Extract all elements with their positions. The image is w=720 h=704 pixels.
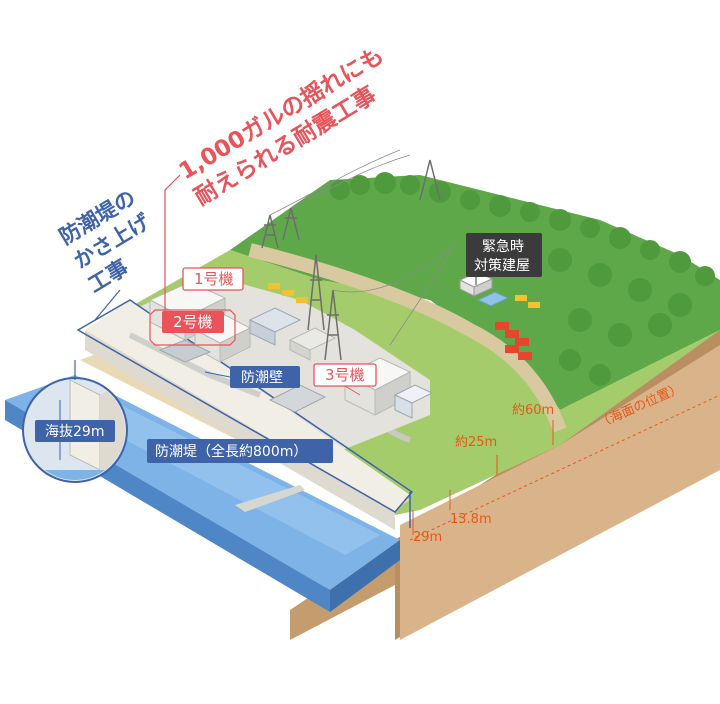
unit3-leader xyxy=(344,385,361,396)
unit3-label-text: 3号機 xyxy=(325,366,365,384)
elevation-25m: 約25m xyxy=(455,435,497,450)
seismic-callout-leader xyxy=(164,174,181,330)
turbine-buildings xyxy=(248,307,337,361)
seawall-wall-label: 防潮壁 xyxy=(230,366,300,388)
trucks-yellow xyxy=(268,283,540,308)
unit2-label: 2号機 xyxy=(162,311,224,333)
unit1-label: 1号機 xyxy=(182,267,244,291)
seawall-dike-face xyxy=(85,330,395,530)
sea-block-side-right xyxy=(330,540,400,612)
seawall-wall xyxy=(128,332,262,398)
forest-trees xyxy=(330,172,715,386)
seawall-wall-label-text: 防潮壁 xyxy=(241,370,283,386)
emergency-building-label-line2: 対策建屋 xyxy=(474,257,530,274)
emergency-building-label: 緊急時 対策建屋 xyxy=(466,233,542,277)
unit3-label: 3号機 xyxy=(313,363,377,387)
emergency-building-label-line1: 緊急時 xyxy=(482,239,524,255)
seawall-dike-label: 防潮堤（全長約800m） xyxy=(147,439,333,463)
altitude-label: 海抜29m xyxy=(45,424,104,440)
soil-cross-section xyxy=(400,345,720,640)
seawall-raise-callout: 防潮堤の かさ上げ 工事 xyxy=(55,185,155,297)
elevation-13-8m: 13.8m xyxy=(450,512,492,527)
unit1-label-text: 1号機 xyxy=(194,270,234,288)
unit2-label-text: 2号機 xyxy=(173,313,213,331)
power-lines xyxy=(269,149,456,346)
seawall-raise-leader xyxy=(94,289,121,321)
seawall-wall-leader xyxy=(204,371,231,378)
seismic-callout-bracket xyxy=(149,309,236,346)
seawall-dike-label-text: 防潮堤（全長約800m） xyxy=(155,443,307,460)
breakwater xyxy=(235,485,305,512)
access-road xyxy=(248,243,567,433)
elevation-60m: 約60m xyxy=(512,403,554,418)
fire-trucks xyxy=(495,322,532,360)
elevation-29m: 29m xyxy=(413,530,442,545)
